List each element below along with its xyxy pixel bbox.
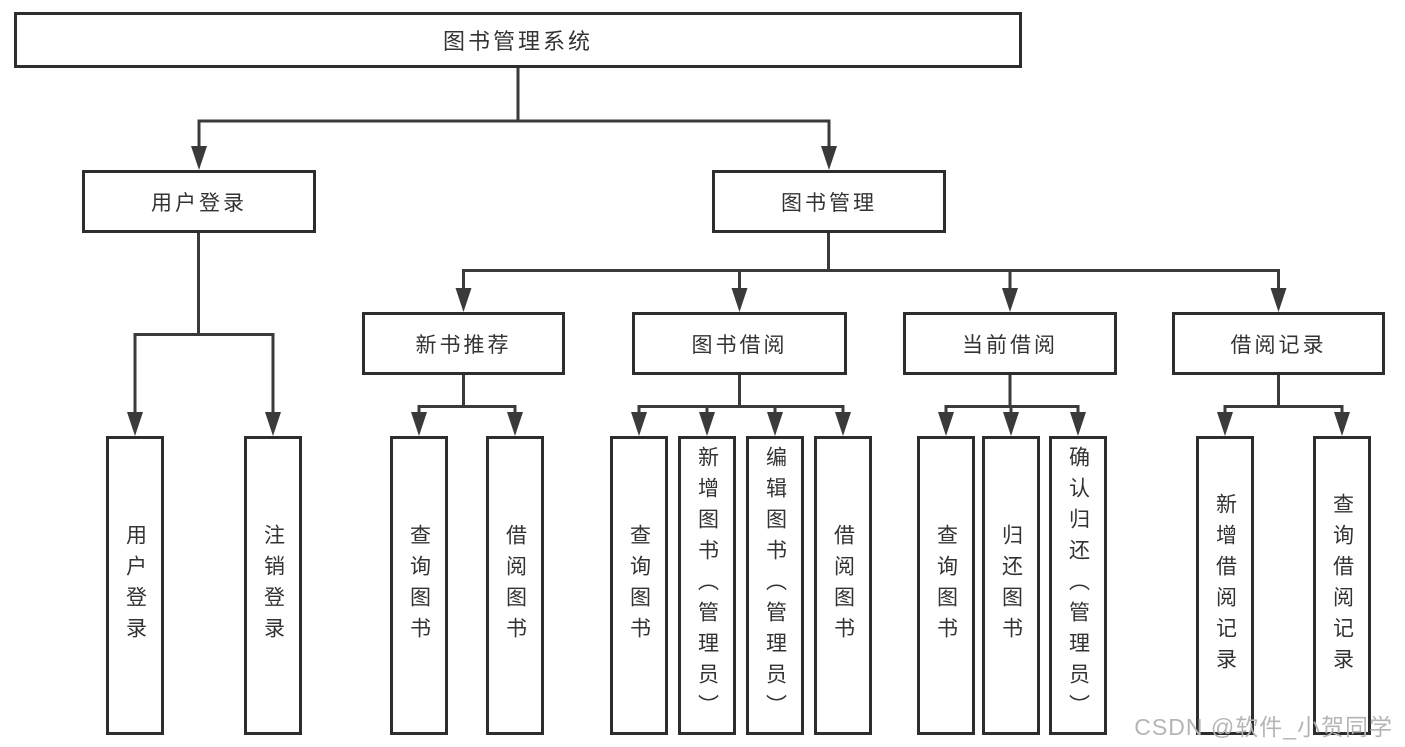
- node-label: 用户登录: [151, 191, 247, 215]
- leaf-borrow-books: 借阅图书: [814, 436, 872, 735]
- leaf-user-login: 用户登录: [106, 436, 164, 735]
- node-user-login: 用户登录: [82, 170, 316, 233]
- leaf-add-borrow-record: 新增借阅记录: [1196, 436, 1254, 735]
- node-library-management-system: 图书管理系统: [14, 12, 1022, 68]
- node-label: 新书推荐: [415, 333, 512, 357]
- node-label: 借阅记录: [1230, 333, 1327, 357]
- node-label: 图书管理: [781, 191, 877, 215]
- leaf-add-books-admin: 新增图书（管理员）: [678, 436, 736, 735]
- node-label: 确认归还（管理员）: [1066, 446, 1090, 725]
- leaf-query-books: 查询图书: [917, 436, 975, 735]
- node-label: 查询图书: [627, 523, 651, 648]
- node-label: 用户登录: [123, 523, 147, 648]
- node-book-borrowing: 图书借阅: [632, 312, 847, 375]
- node-label: 借阅图书: [503, 523, 527, 648]
- node-label: 查询借阅记录: [1330, 492, 1354, 679]
- node-label: 借阅图书: [831, 523, 855, 648]
- leaf-confirm-return-admin: 确认归还（管理员）: [1049, 436, 1107, 735]
- node-label: 归还图书: [999, 523, 1023, 648]
- leaf-query-books: 查询图书: [390, 436, 448, 735]
- leaf-borrow-books: 借阅图书: [486, 436, 544, 735]
- node-label: 新增图书（管理员）: [695, 446, 719, 725]
- node-label: 新增借阅记录: [1213, 492, 1237, 679]
- node-borrowing-records: 借阅记录: [1172, 312, 1385, 375]
- leaf-return-books: 归还图书: [982, 436, 1040, 735]
- node-label: 查询图书: [934, 523, 958, 648]
- node-book-management: 图书管理: [712, 170, 946, 233]
- node-new-book-recommendation: 新书推荐: [362, 312, 565, 375]
- node-label: 图书管理系统: [442, 29, 593, 54]
- node-label: 当前借阅: [962, 333, 1058, 357]
- node-label: 注销登录: [261, 523, 285, 648]
- leaf-edit-books-admin: 编辑图书（管理员）: [746, 436, 804, 735]
- leaf-query-borrow-record: 查询借阅记录: [1313, 436, 1371, 735]
- node-label: 图书借阅: [691, 333, 788, 357]
- node-current-borrowing: 当前借阅: [903, 312, 1117, 375]
- node-label: 查询图书: [407, 523, 431, 648]
- leaf-query-books: 查询图书: [610, 436, 668, 735]
- node-label: 编辑图书（管理员）: [763, 446, 787, 725]
- leaf-logout: 注销登录: [244, 436, 302, 735]
